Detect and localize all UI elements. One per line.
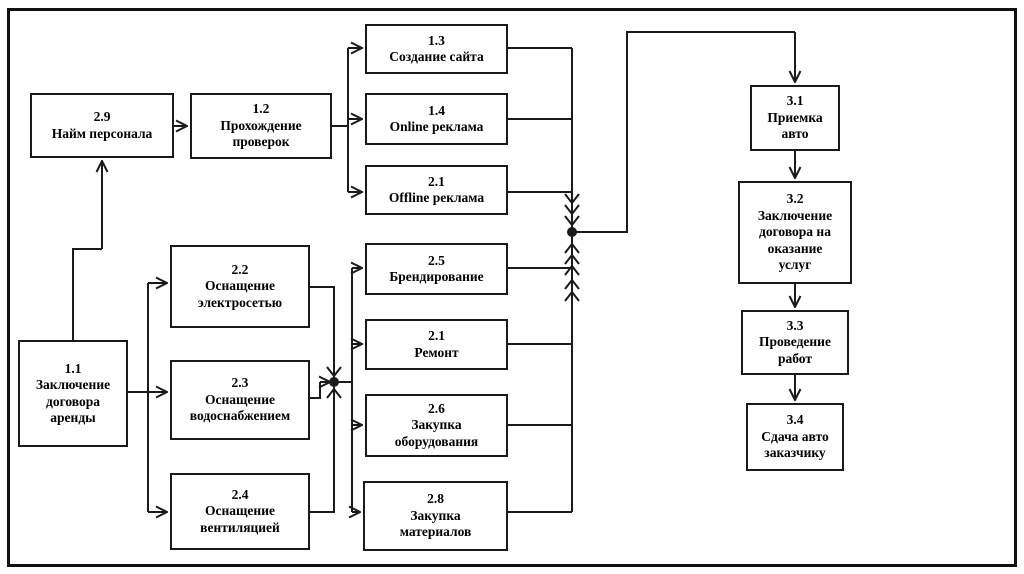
process-box-2-1-offline: 2.1 Offline реклама [365, 165, 508, 215]
process-box-2-9-label: 2.9 Найм персонала [51, 109, 153, 141]
process-box-1-4: 1.4 Online реклама [365, 93, 508, 145]
process-box-2-2-label: 2.2 Оснащение электросетью [197, 261, 283, 310]
connector-arrows [102, 32, 795, 512]
process-box-2-1-offline-label: 2.1 Offline реклама [388, 173, 485, 206]
process-box-2-1-repair-label: 2.1 Ремонт [414, 328, 459, 360]
process-box-2-8-label: 2.8 Закупка материалов [399, 491, 472, 540]
process-box-3-2: 3.2 Заключение договора на оказание услу… [738, 181, 852, 284]
process-box-2-6: 2.6 Закупка оборудования [365, 394, 508, 457]
process-box-2-4: 2.4 Оснащение вентиляцией [170, 473, 310, 550]
junction-chevrons [326, 193, 580, 399]
process-box-3-3: 3.3 Проведение работ [741, 310, 849, 375]
junction-dots [329, 227, 577, 387]
junction-dot-right [567, 227, 577, 237]
process-box-2-3-label: 2.3 Оснащение водоснабжением [189, 375, 291, 424]
process-box-2-5: 2.5 Брендирование [365, 243, 508, 295]
process-box-1-1: 1.1 Заключение договора аренды [18, 340, 128, 447]
process-box-1-3-label: 1.3 Создание сайта [389, 32, 484, 65]
process-box-1-2: 1.2 Прохождение проверок [190, 93, 332, 159]
process-box-2-5-label: 2.5 Брендирование [389, 252, 484, 285]
process-box-1-4-label: 1.4 Online реклама [389, 102, 484, 135]
process-box-3-4-label: 3.4 Сдача авто заказчику [761, 412, 829, 461]
process-box-2-9: 2.9 Найм персонала [30, 93, 174, 158]
process-box-1-2-label: 1.2 Прохождение проверок [220, 101, 302, 150]
process-box-2-6-label: 2.6 Закупка оборудования [394, 400, 479, 449]
process-box-3-1-label: 3.1 Приемка авто [767, 93, 823, 142]
junction-dot-left [329, 377, 339, 387]
process-box-3-1: 3.1 Приемка авто [750, 85, 840, 151]
process-box-3-2-label: 3.2 Заключение договора на оказание услу… [757, 191, 833, 273]
process-box-3-4: 3.4 Сдача авто заказчику [746, 403, 844, 471]
process-box-3-3-label: 3.3 Проведение работ [759, 317, 831, 366]
process-box-2-8: 2.8 Закупка материалов [363, 481, 508, 551]
process-box-2-1-repair: 2.1 Ремонт [365, 319, 508, 370]
process-box-2-3: 2.3 Оснащение водоснабжением [170, 360, 310, 440]
process-box-2-4-label: 2.4 Оснащение вентиляцией [200, 486, 280, 535]
process-box-2-2: 2.2 Оснащение электросетью [170, 245, 310, 328]
process-box-1-1-label: 1.1 Заключение договора аренды [35, 360, 111, 426]
process-box-1-3: 1.3 Создание сайта [365, 24, 508, 74]
